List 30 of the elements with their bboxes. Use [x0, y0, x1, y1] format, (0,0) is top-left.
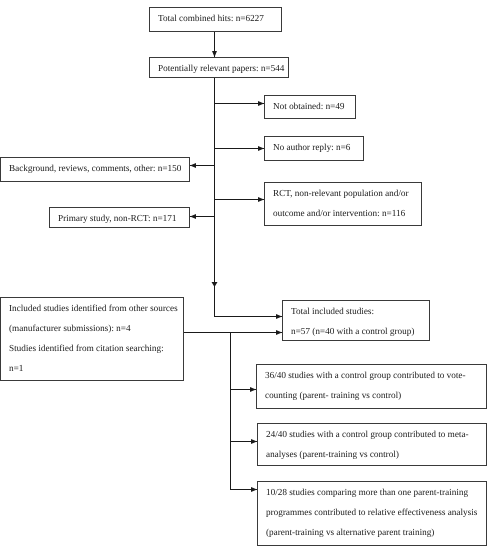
step-label: Potentially relevant papers: n=544 — [157, 62, 284, 75]
step-label: Total included studies: — [290, 305, 374, 318]
process-box — [257, 481, 487, 546]
process-box — [264, 95, 356, 119]
arrow — [230, 332, 282, 492]
arrow — [212, 32, 217, 58]
step-label: Not obtained: n=49 — [272, 100, 345, 113]
step-label: n=57 (n=40 with a control group) — [290, 325, 414, 338]
step-label: Included studies identified from other sources (manufacturer submissions): n=4 — [8, 302, 179, 335]
process-box — [0, 157, 190, 182]
step-label: 24/40 studies with a control group contributed to meta-analyses (parent-training vs control) — [265, 428, 470, 461]
process-box — [257, 423, 487, 466]
step-label: Total combined hits: n=6227 — [157, 12, 264, 25]
process-box — [256, 364, 487, 409]
process-box — [282, 300, 430, 341]
process-box — [149, 7, 282, 32]
process-box — [0, 297, 184, 381]
process-box — [264, 136, 364, 161]
process-box — [49, 207, 190, 228]
process-box — [264, 182, 422, 226]
process-box — [149, 57, 289, 78]
step-label: Studies identified from citation searching: n=1 — [8, 342, 165, 375]
step-label: 36/40 studies with a control group contributed to vote-counting (parent- training vs control) — [264, 369, 467, 402]
step-label: Background, reviews, comments, other: n=150 — [8, 162, 182, 175]
arrow — [212, 78, 282, 319]
step-label: RCT, non-relevant population and/or outcome and/or intervention: n=116 — [272, 187, 410, 220]
step-label: 10/28 studies comparing more than one parent-training programmes contributed to relative effectiveness analysis (parent-training vs alternative parent training) — [265, 486, 478, 539]
step-label: No author reply: n=6 — [272, 141, 350, 154]
arrow — [184, 330, 282, 335]
step-label: Primary study, non-RCT: n=171 — [57, 212, 176, 225]
